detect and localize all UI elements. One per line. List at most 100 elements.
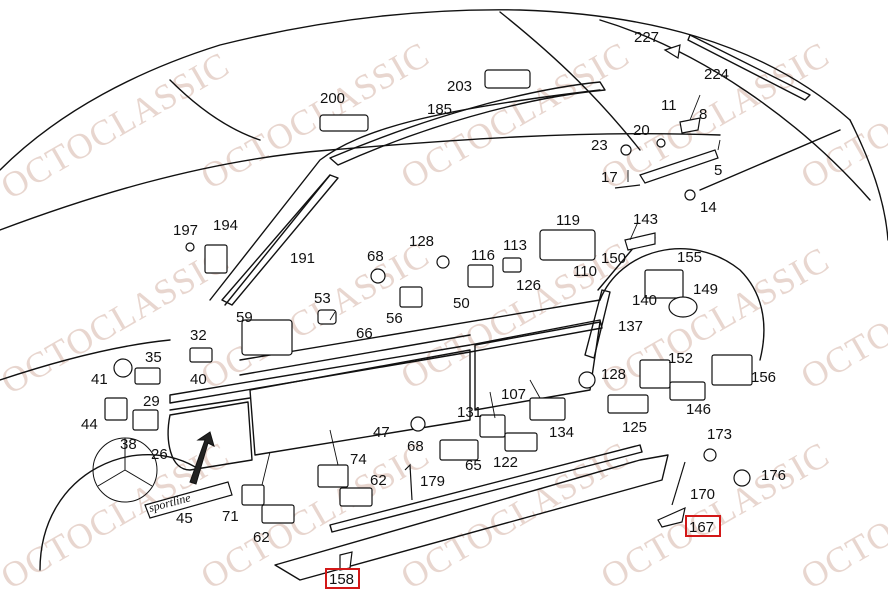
- label-149[interactable]: 149: [693, 281, 718, 298]
- bracket-59-icon: [241, 319, 293, 356]
- label-14[interactable]: 14: [700, 199, 717, 216]
- label-167[interactable]: 167: [689, 519, 714, 536]
- clip-35-icon: [134, 367, 161, 385]
- label-23[interactable]: 23: [591, 137, 608, 154]
- part-227-icon: [663, 44, 681, 59]
- clip-116-icon: [467, 264, 494, 288]
- part-140-icon: [668, 296, 698, 318]
- label-200[interactable]: 200: [320, 90, 345, 107]
- label-134[interactable]: 134: [549, 424, 574, 441]
- screw-68b-icon: [410, 416, 426, 432]
- part-labels: 227 224 203 200 185 11 8 20 23 5 17 14 1…: [81, 29, 786, 589]
- label-194[interactable]: 194: [213, 217, 238, 234]
- label-146[interactable]: 146: [686, 401, 711, 418]
- label-74[interactable]: 74: [350, 451, 367, 468]
- label-68a[interactable]: 68: [367, 248, 384, 265]
- label-50[interactable]: 50: [453, 295, 470, 312]
- clip-74-icon: [317, 464, 349, 488]
- label-126[interactable]: 126: [516, 277, 541, 294]
- clip-20-icon: [656, 138, 666, 148]
- clip-131-icon: [479, 414, 506, 438]
- label-47[interactable]: 47: [373, 424, 390, 441]
- svg-text:OCTOCLASSIC: OCTOCLASSIC: [0, 44, 236, 207]
- clip-23-icon: [620, 144, 632, 156]
- clip-125-icon: [607, 394, 649, 414]
- label-191[interactable]: 191: [290, 250, 315, 267]
- label-203[interactable]: 203: [447, 78, 472, 95]
- label-140[interactable]: 140: [632, 292, 657, 309]
- arrow-icon: [189, 431, 215, 485]
- label-5[interactable]: 5: [714, 162, 722, 179]
- label-125[interactable]: 125: [622, 419, 647, 436]
- label-44[interactable]: 44: [81, 416, 98, 433]
- label-173[interactable]: 173: [707, 426, 732, 443]
- label-143[interactable]: 143: [633, 211, 658, 228]
- label-122[interactable]: 122: [493, 454, 518, 471]
- label-40[interactable]: 40: [190, 371, 207, 388]
- label-155[interactable]: 155: [677, 249, 702, 266]
- label-62a[interactable]: 62: [370, 472, 387, 489]
- label-131[interactable]: 131: [457, 404, 482, 421]
- label-11[interactable]: 11: [661, 97, 677, 114]
- label-227[interactable]: 227: [634, 29, 659, 46]
- label-110[interactable]: 110: [573, 263, 597, 280]
- bracket-8-icon: [679, 117, 701, 134]
- clip-56-icon: [399, 286, 423, 308]
- clip-203-icon: [484, 69, 531, 89]
- label-137[interactable]: 137: [618, 318, 643, 335]
- label-150[interactable]: 150: [601, 250, 626, 267]
- clip-197-icon: [185, 242, 195, 252]
- clip-65-icon: [439, 439, 479, 461]
- label-17[interactable]: 17: [601, 169, 618, 186]
- rod-170-icon: [671, 461, 686, 506]
- label-35[interactable]: 35: [145, 349, 162, 366]
- nut-14-icon: [684, 189, 696, 201]
- clip-146-icon: [669, 381, 706, 401]
- label-119[interactable]: 119: [556, 212, 580, 229]
- label-179[interactable]: 179: [420, 473, 445, 490]
- label-128b[interactable]: 128: [601, 366, 626, 383]
- label-68b[interactable]: 68: [407, 438, 424, 455]
- label-45[interactable]: 45: [176, 510, 193, 527]
- part-158-icon: [339, 551, 353, 571]
- label-152[interactable]: 152: [668, 350, 693, 367]
- label-32[interactable]: 32: [190, 327, 207, 344]
- label-107[interactable]: 107: [501, 386, 526, 403]
- label-56[interactable]: 56: [386, 310, 403, 327]
- clip-173-icon: [703, 448, 717, 462]
- label-185[interactable]: 185: [427, 101, 452, 118]
- label-176[interactable]: 176: [761, 467, 786, 484]
- label-116[interactable]: 116: [471, 247, 495, 264]
- label-62b[interactable]: 62: [253, 529, 270, 546]
- label-197[interactable]: 197: [173, 222, 198, 239]
- screw-128a-icon: [436, 255, 450, 269]
- label-71[interactable]: 71: [222, 508, 239, 525]
- clip-62a-icon: [339, 487, 373, 507]
- label-224[interactable]: 224: [704, 66, 729, 83]
- screw-176-icon: [733, 469, 751, 487]
- clip-32-icon: [189, 347, 213, 363]
- label-66[interactable]: 66: [356, 325, 373, 342]
- label-41[interactable]: 41: [91, 371, 108, 388]
- label-170[interactable]: 170: [690, 486, 715, 503]
- label-26[interactable]: 26: [151, 446, 168, 463]
- label-158[interactable]: 158: [329, 571, 354, 588]
- label-59[interactable]: 59: [236, 309, 253, 326]
- label-29[interactable]: 29: [143, 393, 160, 410]
- label-113[interactable]: 113: [503, 237, 527, 254]
- clip-122-icon: [504, 432, 538, 452]
- label-38[interactable]: 38: [120, 436, 137, 453]
- highlight-box-167: [685, 515, 721, 537]
- highlight-box-158: [325, 568, 360, 589]
- clip-200-icon: [319, 114, 369, 132]
- part-167-icon: [657, 506, 686, 528]
- label-128a[interactable]: 128: [409, 233, 434, 250]
- label-53[interactable]: 53: [314, 290, 331, 307]
- label-156[interactable]: 156: [751, 369, 776, 386]
- part-155-icon: [644, 269, 684, 299]
- label-8[interactable]: 8: [699, 106, 707, 123]
- label-20[interactable]: 20: [633, 122, 650, 139]
- label-65[interactable]: 65: [465, 457, 482, 474]
- part-143-icon: [624, 232, 656, 251]
